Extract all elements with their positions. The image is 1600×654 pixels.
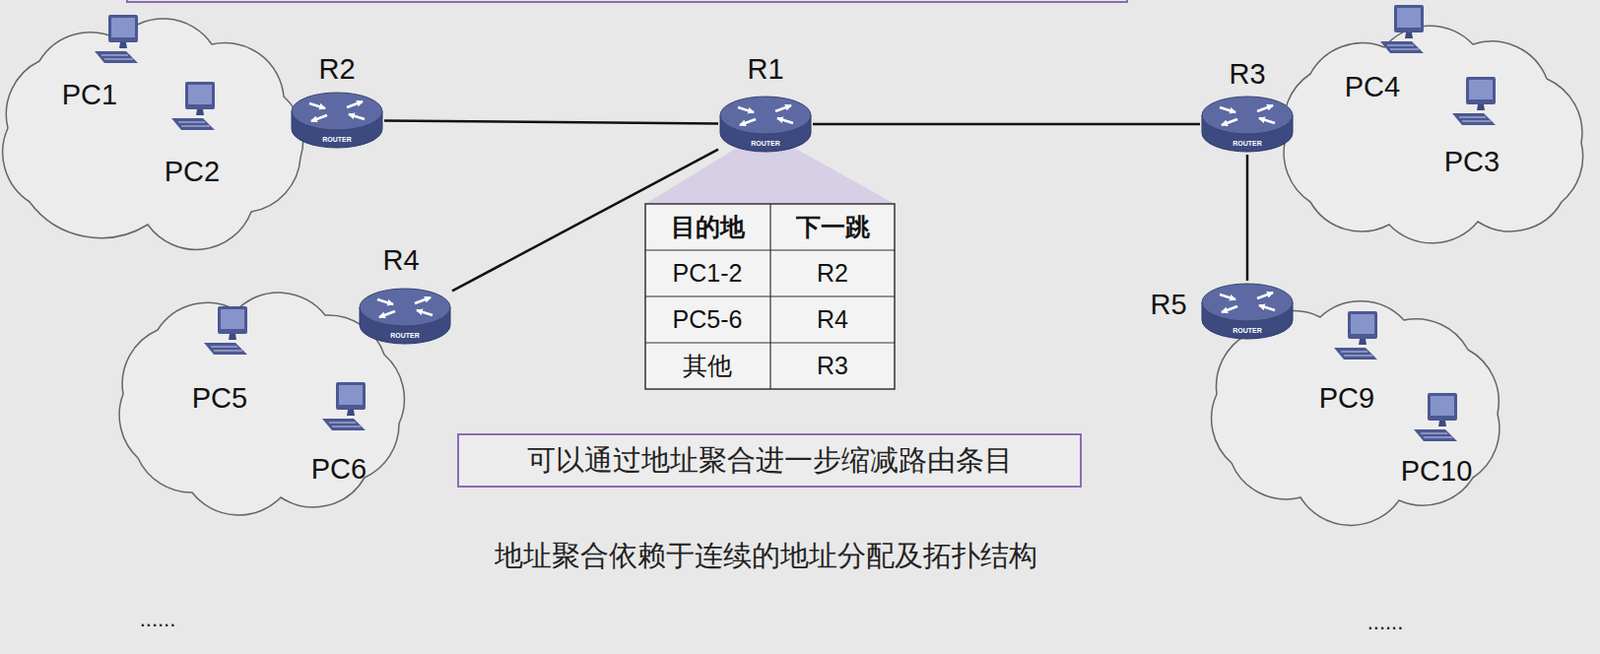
router-label: R4 [382, 243, 419, 278]
router-badge: ROUTER [1232, 139, 1263, 147]
pc-node: PC2 [162, 154, 222, 190]
network-cloud [1283, 25, 1584, 244]
note-text: 地址聚合依赖于连续的地址分配及拓扑结构 [494, 538, 1038, 574]
table-cell: 其他 [682, 350, 733, 381]
table-cell: R2 [816, 258, 849, 288]
pc-icon [1448, 75, 1502, 130]
link-line [812, 123, 1200, 127]
callout-wedge [645, 147, 895, 204]
pc-label: PC5 [192, 381, 248, 416]
pc-node: PC6 [309, 452, 369, 487]
router-label: R1 [746, 52, 784, 87]
pc-label: PC2 [164, 154, 220, 190]
table-header: 目的地 [670, 211, 745, 242]
router-badge: ROUTER [390, 332, 420, 339]
pc-label: PC3 [1444, 144, 1500, 180]
pc-label: PC6 [311, 452, 367, 487]
router-badge: ROUTER [750, 139, 781, 147]
router-label: R5 [1149, 287, 1187, 323]
link-line [384, 120, 719, 124]
router-label: R2 [318, 52, 355, 87]
table-cell: R4 [816, 304, 849, 334]
pc-node: PC10 [1399, 454, 1475, 489]
ellipsis: ...... [1367, 609, 1404, 636]
pc-icon [90, 13, 144, 67]
pc-label: PC4 [1344, 69, 1400, 105]
router-badge: ROUTER [1232, 327, 1263, 334]
router-node: R2ROUTER [289, 89, 385, 151]
network-cloud [2, 18, 304, 250]
pc-label: PC1 [62, 77, 118, 113]
pc-icon [167, 80, 221, 134]
top-frame [127, 0, 1128, 2]
pc-node: PC3 [1442, 144, 1502, 180]
router-badge: ROUTER [322, 135, 352, 143]
pc-icon [1330, 310, 1384, 364]
pc-icon [1376, 3, 1430, 58]
router-node: R1ROUTER [718, 93, 813, 155]
pc-icon [1409, 392, 1464, 446]
pc-label: PC10 [1400, 454, 1473, 489]
pc-label: PC9 [1319, 381, 1375, 416]
router-node: R4ROUTER [357, 285, 453, 347]
router-node: R5ROUTER [1200, 280, 1295, 342]
pc-icon [318, 381, 372, 435]
table-cell: PC5-6 [672, 304, 743, 334]
router-node: R3ROUTER [1200, 93, 1295, 155]
note-text: 可以通过地址聚合进一步缩减路由条目 [527, 443, 1013, 478]
pc-node: PC4 [1342, 69, 1402, 105]
link-line [1246, 154, 1250, 281]
pc-icon [200, 305, 254, 359]
router-label: R3 [1228, 57, 1266, 92]
table-cell: R3 [816, 350, 849, 381]
note-box: 可以通过地址聚合进一步缩减路由条目 [457, 433, 1082, 488]
ellipsis: ...... [139, 606, 177, 633]
table-header: 下一跳 [796, 211, 870, 242]
route-table [645, 203, 895, 390]
pc-node: PC9 [1317, 381, 1377, 416]
pc-node: PC5 [190, 381, 250, 416]
pc-node: PC1 [60, 77, 120, 113]
table-cell: PC1-2 [672, 258, 743, 288]
